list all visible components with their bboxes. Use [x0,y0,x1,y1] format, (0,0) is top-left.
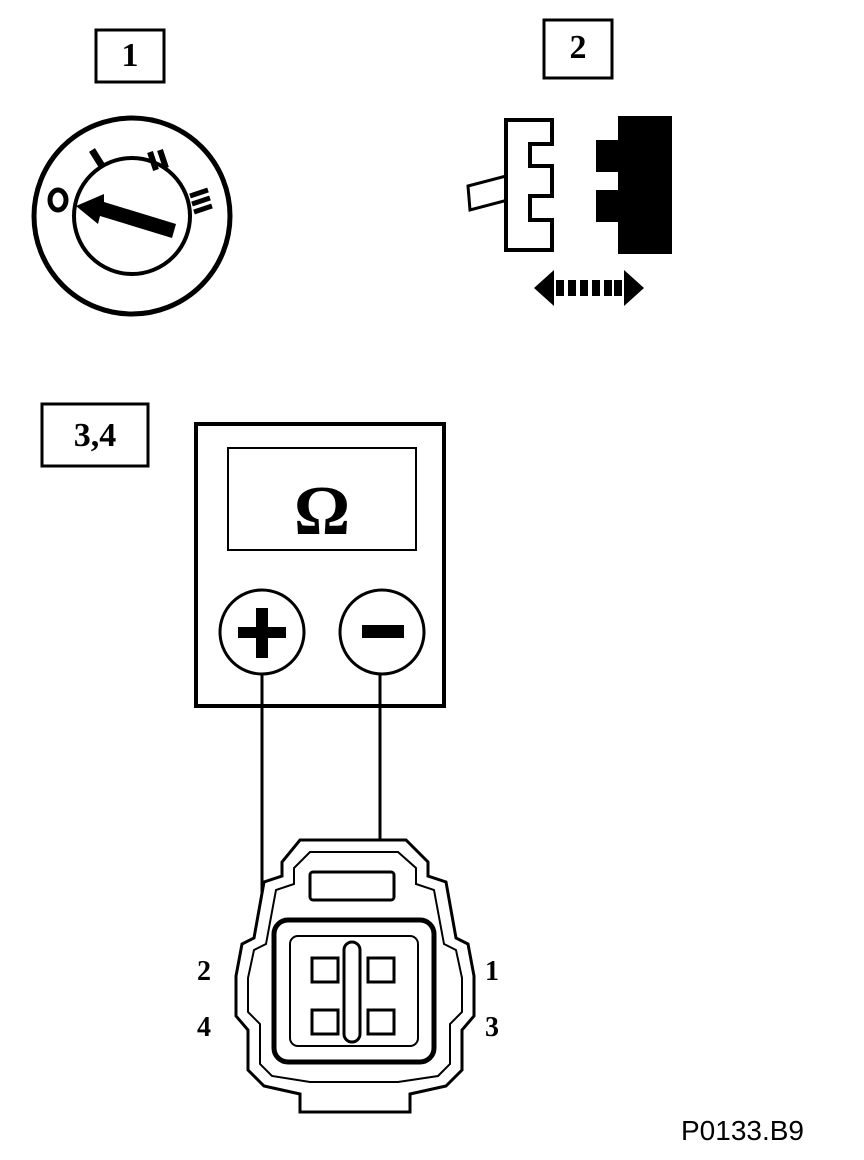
sensor-connector [234,838,476,1114]
pin-2-label: 2 [197,956,211,987]
pin-1-label: 1 [485,956,499,987]
minus-terminal [338,588,426,676]
ignition-switch-icon [31,115,233,317]
pin-4-socket [310,1008,340,1036]
step-1-text: 1 [122,37,139,74]
pin-3-socket [366,1008,396,1036]
multimeter-display: Ω [227,447,417,551]
pin-4-label: 4 [197,1012,211,1043]
double-arrow-icon [534,270,644,306]
disconnect-connector-icon [466,116,672,306]
step-2-label: 2 [542,18,614,80]
step-34-label: 3,4 [40,402,150,468]
step-1-label: 1 [94,28,166,84]
ohm-symbol: Ω [294,473,350,550]
figure-code: P0133.B9 [681,1115,804,1146]
position-mark-II [147,149,169,171]
pin-1-socket [366,956,396,984]
pin-3-label: 3 [485,1012,499,1043]
pin-2-socket [310,956,340,984]
plus-terminal [218,588,306,676]
multimeter: Ω [194,422,446,708]
position-mark-III [189,187,213,215]
key-pointer-icon [76,194,176,238]
position-mark-0 [47,187,69,213]
step-2-text: 2 [570,29,587,66]
step-34-text: 3,4 [74,417,117,454]
position-mark-I [89,148,105,168]
